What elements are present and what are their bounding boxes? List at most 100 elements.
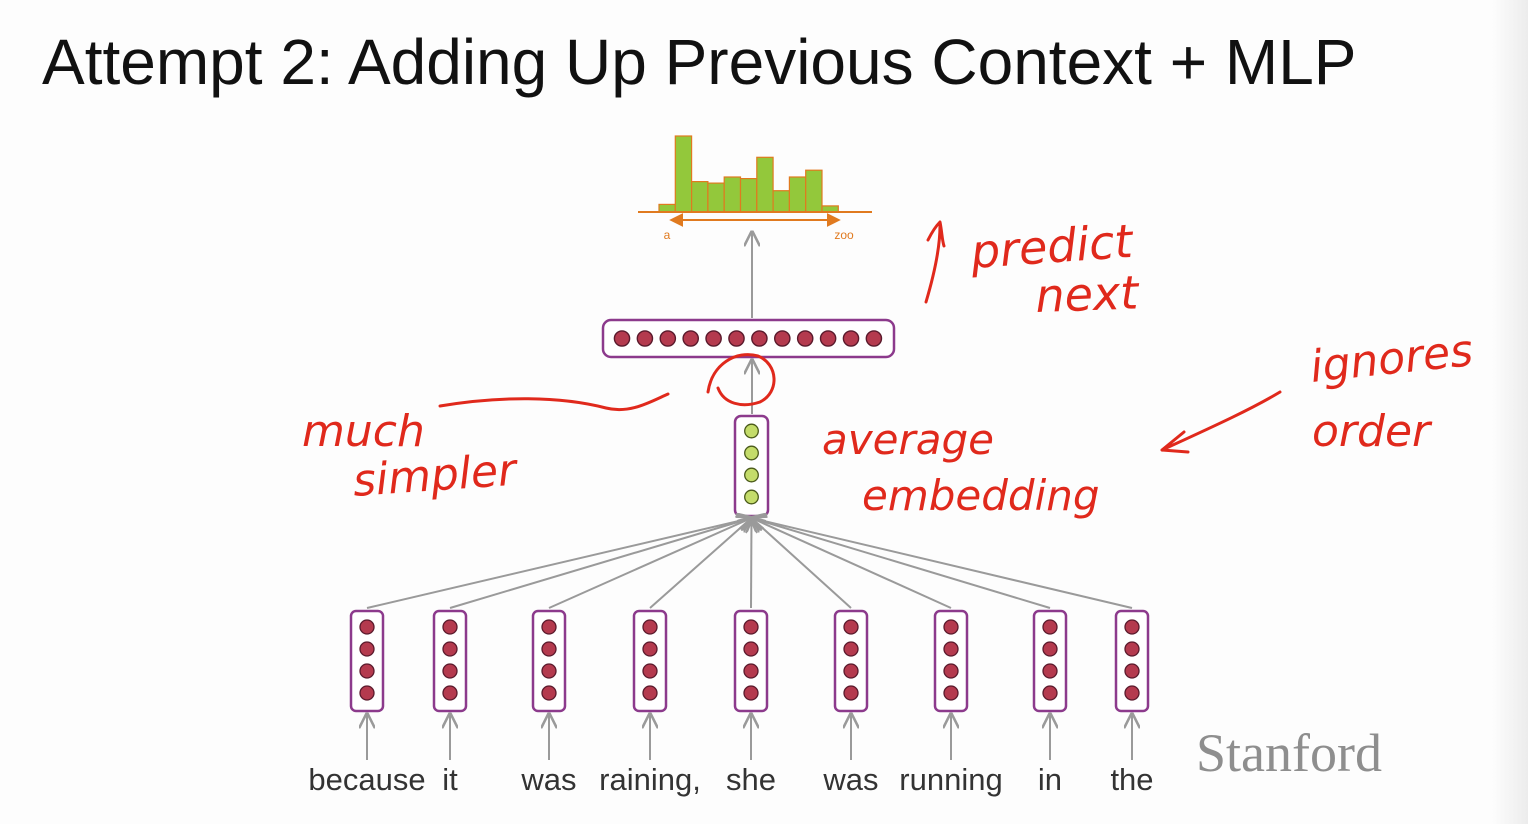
annotation-predict-arrow (924, 220, 946, 304)
token-neuron (1042, 619, 1058, 635)
token-neuron (442, 619, 458, 635)
token-neuron (1042, 641, 1058, 657)
token-word: she (726, 762, 776, 797)
fan-in-arrow (752, 518, 1133, 609)
average-text: average (822, 415, 994, 464)
token-neuron (943, 641, 959, 657)
hidden-neuron (865, 330, 883, 347)
token-word: it (442, 762, 458, 797)
stanford-logo: Stanford (1196, 723, 1382, 783)
fan-in-arrow (752, 518, 952, 609)
token-neuron (843, 685, 859, 701)
token-neuron (541, 663, 557, 679)
token-word: the (1110, 762, 1153, 797)
fan-in-arrow (548, 518, 752, 609)
embedding-neuron (744, 445, 759, 461)
token-neuron (359, 641, 375, 657)
token-neuron (743, 663, 759, 679)
slide-title: Attempt 2: Adding Up Previous Context + … (42, 26, 1357, 98)
token-embedding-box (733, 609, 769, 713)
ignores-text: ignores (1308, 325, 1475, 393)
hidden-neuron (705, 330, 722, 347)
distribution-bar (707, 182, 725, 213)
fan-in-arrow (752, 518, 1051, 609)
annotation-average-embedding: average embedding (822, 415, 1100, 520)
token-neuron (541, 685, 557, 701)
token-neuron (843, 663, 859, 679)
average-embedding (733, 414, 770, 518)
token-neuron (1042, 685, 1058, 701)
simpler-text: simpler (351, 445, 520, 507)
token-neuron (943, 685, 959, 701)
token-word: in (1038, 762, 1062, 797)
token-neuron (442, 641, 458, 657)
token-neuron (1124, 619, 1140, 635)
hidden-layer (601, 318, 896, 359)
distribution-bar (739, 178, 758, 213)
token-to-embedding-arrows (366, 518, 1133, 609)
token-word: raining, (599, 762, 701, 797)
token-neuron (943, 619, 959, 635)
window-edge (1492, 0, 1528, 824)
token-neuron (541, 619, 557, 635)
hidden-neuron (751, 330, 768, 347)
token-neuron (843, 619, 859, 635)
token-neuron (642, 685, 658, 701)
hidden-neuron (682, 330, 700, 347)
token-neuron (1124, 641, 1140, 657)
token-neuron (743, 619, 759, 635)
token-neuron (442, 663, 458, 679)
annotation-predict-next: predict next (924, 214, 1141, 323)
embedding-neurons (744, 423, 759, 505)
token-word: because (308, 762, 425, 797)
annotation-simpler-arrow (438, 392, 670, 412)
token-neuron (642, 619, 658, 635)
embedding-neuron (744, 489, 759, 505)
token-embedding-box (531, 609, 567, 713)
distribution-bar (690, 181, 709, 213)
annotation-ignores-order: ignores order (1160, 325, 1475, 457)
hidden-neuron (636, 330, 654, 347)
next-text: next (1034, 265, 1140, 323)
token-neuron (442, 685, 458, 701)
token-neuron (642, 641, 658, 657)
token-embedding-box (1032, 609, 1068, 713)
token-embedding-box (349, 609, 385, 713)
token-neuron (843, 641, 859, 657)
annotation-much-simpler: much simpler (302, 353, 776, 507)
annotation-circle (706, 353, 776, 407)
fan-in-arrow (752, 518, 852, 609)
fan-in-arrow (751, 518, 752, 609)
order-text: order (1312, 406, 1433, 457)
distribution-bars (658, 135, 839, 213)
token-neuron (359, 619, 375, 635)
hidden-neurons (613, 330, 883, 347)
token-neuron (743, 641, 759, 657)
distribution-bar (723, 176, 742, 213)
embedding-text: embedding (862, 471, 1100, 520)
distribution-bar (805, 169, 823, 213)
token-embedding-box (632, 609, 668, 713)
much-text: much (302, 406, 425, 457)
hidden-neuron (728, 330, 745, 347)
hidden-layer-box (601, 318, 896, 359)
token-neuron (541, 641, 557, 657)
fan-in-arrow (366, 518, 752, 609)
hidden-neuron (819, 330, 837, 347)
distribution-bar (772, 190, 790, 213)
token-embedding-box (432, 609, 468, 713)
token-word: running (899, 762, 1002, 797)
hidden-neuron (613, 330, 631, 347)
token-neuron (359, 685, 375, 701)
token-word: was (520, 762, 576, 797)
vocab-end-label: zoo (834, 228, 854, 242)
vocab-start-label: a (664, 228, 671, 242)
predict-text: predict (968, 214, 1136, 279)
hidden-neuron (796, 330, 814, 347)
distribution-bar (788, 176, 807, 213)
output-distribution: a zoo (638, 135, 872, 242)
token-neuron (943, 663, 959, 679)
token-neuron (1124, 663, 1140, 679)
